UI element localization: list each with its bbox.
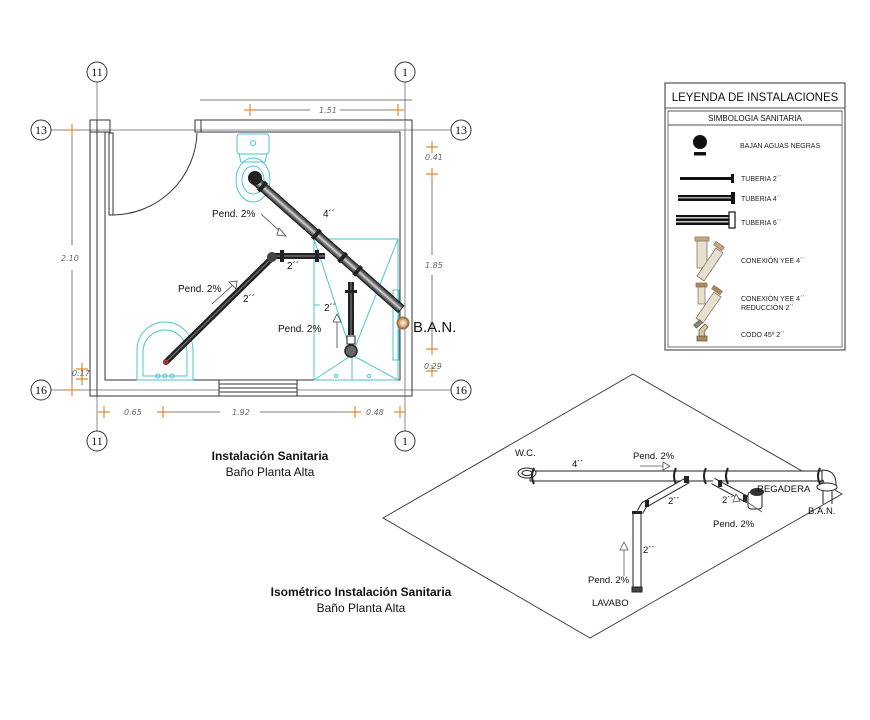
grid-bubble-left-top: 13 <box>35 123 47 137</box>
dimension-lines <box>71 99 433 413</box>
isometric-subtitle: Baño Planta Alta <box>317 601 406 615</box>
plan-title: Instalación Sanitaria <box>212 449 329 463</box>
legend-item-label: CONEXIÓN YEE 4´´ <box>741 294 805 303</box>
dim-bottom-left: 0.65 <box>124 408 142 417</box>
pipe-label-lavabo: 2´´ <box>243 293 255 305</box>
iso-slope-arrows <box>619 461 763 576</box>
dim-top-width: 1.51 <box>319 106 337 115</box>
iso-label-lavabo: LAVABO <box>592 598 629 609</box>
dim-bottom-middle: 1.92 <box>232 408 250 417</box>
dim-right-lower: 0.29 <box>424 362 442 371</box>
iso-pipe-2in-lavabo <box>631 476 690 593</box>
iso-label-wc: W.C. <box>515 448 536 459</box>
legend-item-label: BAJAN AGUAS NEGRAS <box>740 143 820 150</box>
legend-item-label: TUBERIA 4´´ <box>741 196 781 203</box>
dim-left-lower: 0.17 <box>72 369 91 378</box>
legend-subtitle: SIMBOLOGIA SANITARIA <box>708 114 802 123</box>
yee-4in-icon <box>694 236 725 282</box>
iso-label-branch-pipe: 2´´ <box>668 496 680 507</box>
plan-subtitle: Baño Planta Alta <box>226 465 315 479</box>
pipe-4in-icon <box>678 192 735 204</box>
grid-bubble-right-bottom: 16 <box>455 383 467 397</box>
iso-label-main-pipe: 4´´ <box>572 459 584 470</box>
slope-label-shower: Pend. 2% <box>278 324 321 335</box>
pipe-label-wc: 4´´ <box>323 208 335 220</box>
ban-label: B.A.N. <box>413 319 456 336</box>
pipe-2in-lavabo <box>163 255 275 365</box>
legend-item-label-2: REDUCCIÓN 2´´ <box>741 303 794 312</box>
pipe-4in-wc <box>251 176 405 314</box>
iso-pipe-4in <box>517 467 838 504</box>
dim-right-upper: 0.41 <box>425 153 443 162</box>
drain-down-icon <box>693 135 707 156</box>
slope-label-lavabo: Pend. 2% <box>178 284 221 295</box>
grid-bubble-right-top: 13 <box>455 123 467 137</box>
pipe-6in-icon <box>676 211 736 229</box>
grid-bubbles <box>30 61 472 452</box>
legend-title: LEYENDA DE INSTALACIONES <box>672 92 839 104</box>
iso-label-riser-pipe: 2´´ <box>643 545 655 556</box>
slope-label-wc: Pend. 2% <box>212 209 255 220</box>
ban-fitting-icon <box>396 316 410 330</box>
grid-bubble-bottom-right: 1 <box>402 434 408 448</box>
iso-label-shower-pipe: 2´´ <box>722 495 734 506</box>
wc-drain-icon <box>248 171 262 185</box>
pipe-2in-horizontal <box>267 250 325 262</box>
legend-item-label: CODO 45º 2´´ <box>741 332 785 339</box>
iso-label-shower: REGADERA <box>757 484 811 495</box>
legend-item-label: TUBERIA 2´´ <box>741 176 781 183</box>
pipe-2in-icon <box>680 174 734 183</box>
pipe-label-shower: 2´´ <box>324 302 336 314</box>
iso-label-shower-slope: Pend. 2% <box>713 519 755 530</box>
elbow-45-icon <box>693 319 709 342</box>
sink-fixture <box>136 321 194 381</box>
dim-left-height: 2.10 <box>61 254 79 263</box>
isometric-view: W.C. 4´´ Pend. 2% 2´´ 2´´ REGADERA Pend.… <box>271 373 843 639</box>
isometric-title: Isométrico Instalación Sanitaria <box>271 585 452 599</box>
grid-bubble-top-left: 11 <box>91 65 103 79</box>
pipe-2in-shower <box>344 282 358 358</box>
iso-label-main-slope: Pend. 2% <box>633 451 675 462</box>
iso-floor-plane <box>382 373 843 639</box>
walls <box>89 118 413 397</box>
dim-bottom-right: 0.48 <box>366 408 384 417</box>
pipes <box>163 171 410 365</box>
iso-label-ban: B.A.N. <box>808 506 835 517</box>
legend-item-label: TUBERIA 6´´ <box>741 220 781 227</box>
toilet-fixture <box>235 133 271 203</box>
grid-bubble-left-bottom: 16 <box>35 383 47 397</box>
legend-box: LEYENDA DE INSTALACIONES SIMBOLOGIA SANI… <box>664 82 846 351</box>
dim-right-middle: 1.85 <box>425 261 443 270</box>
pipe-label-horizontal: 2´´ <box>287 260 299 272</box>
slope-arrows <box>211 213 342 348</box>
iso-label-lavabo-slope: Pend. 2% <box>588 575 630 586</box>
grid-bubble-bottom-left: 11 <box>91 434 103 448</box>
legend-item-label: CONEXIÓN YEE 4´´ <box>741 256 805 265</box>
dimension-ticks <box>66 104 438 418</box>
grid-bubble-top-right: 1 <box>402 65 408 79</box>
floor-plan: Pend. 2% Pend. 2% Pend. 2% 4´´ 2´´ 2´´ 2… <box>30 61 472 479</box>
